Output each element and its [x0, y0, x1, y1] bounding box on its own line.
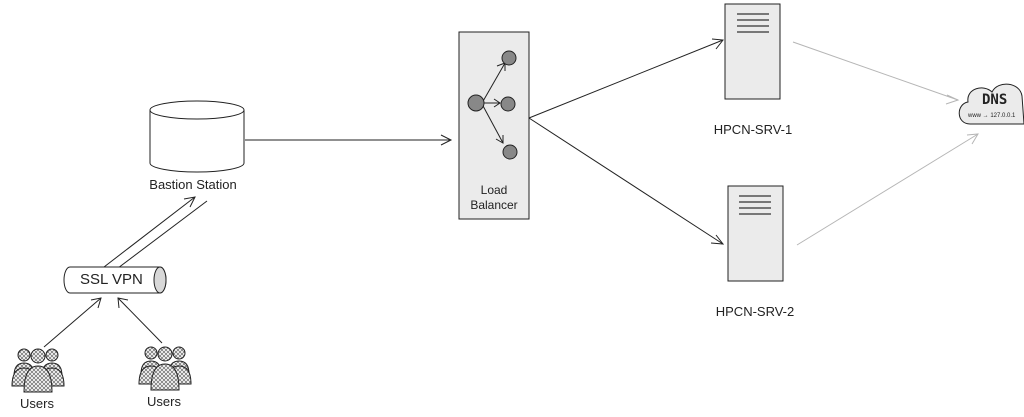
- server-icon: [727, 185, 784, 282]
- ssl-vpn-label: SSL VPN: [80, 271, 143, 288]
- arrow-load-balancer-to-server1: [528, 38, 724, 119]
- arrow-server1-to-dns: [792, 41, 960, 105]
- load-balancer-icon: [458, 31, 530, 220]
- users-right-label: Users: [147, 394, 181, 409]
- line-bastion-to-vpn: [117, 200, 208, 269]
- server-icon: [724, 3, 781, 100]
- arrow-load-balancer-to-server2: [528, 117, 725, 245]
- database-icon: [149, 100, 245, 173]
- load-balancer-label-line2: Balancer: [470, 198, 518, 212]
- arrow-server2-to-dns: [796, 133, 979, 246]
- user-group-icon: [11, 348, 65, 393]
- server1-label: HPCN-SRV-1: [713, 122, 793, 137]
- tunnel-icon: [63, 266, 167, 294]
- arrow-bastion-to-load-balancer: [245, 134, 453, 146]
- load-balancer-label-line1: Load: [480, 183, 508, 197]
- user-group-icon: [138, 346, 192, 391]
- users-left-label: Users: [20, 396, 54, 411]
- bastion-station-label: Bastion Station: [149, 177, 237, 192]
- dns-sublabel: www → 127.0.0.1: [968, 113, 1016, 119]
- arrow-users-right-to-vpn: [117, 297, 163, 344]
- server2-label: HPCN-SRV-2: [715, 304, 795, 319]
- arrow-vpn-to-bastion: [103, 196, 196, 268]
- dns-label: DNS: [982, 92, 1008, 108]
- arrow-users-left-to-vpn: [43, 297, 102, 348]
- cloud-icon: [958, 83, 1024, 125]
